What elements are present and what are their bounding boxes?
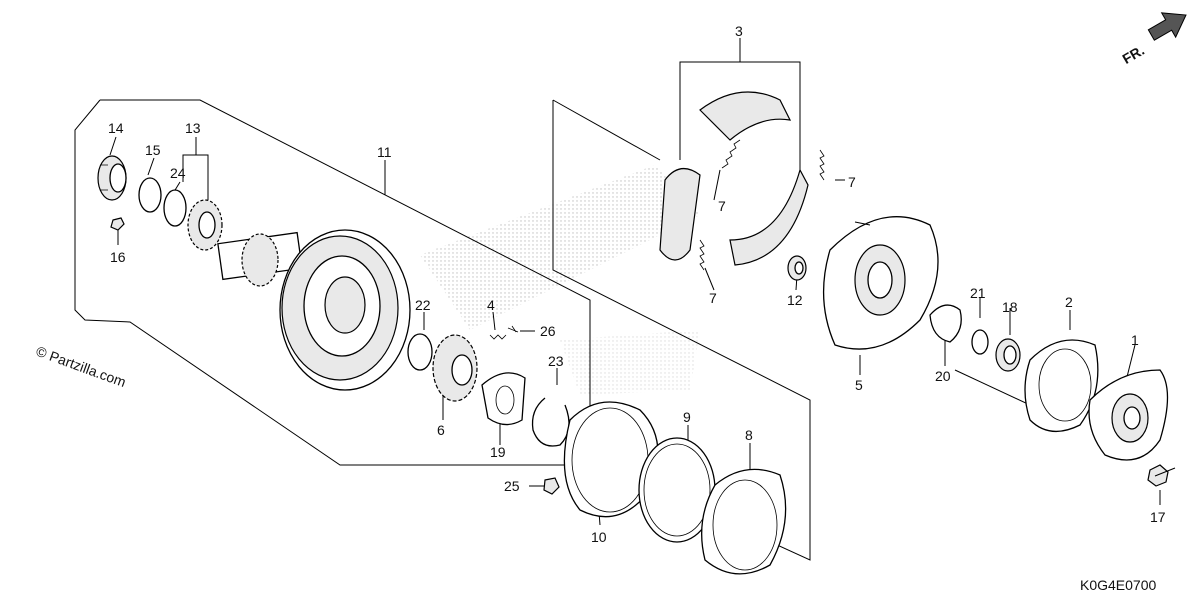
callout-numbers: 1 2 3 4 5 6 7 7 7 8 9 10 11 12 13 14 15 … — [108, 23, 1166, 545]
part-23-circlip — [531, 397, 570, 447]
dotted-region — [420, 165, 700, 330]
callout-14: 14 — [108, 120, 124, 136]
callout-23: 23 — [548, 353, 564, 369]
part-16-nut — [110, 217, 125, 231]
callout-2: 2 — [1065, 294, 1073, 310]
callout-8: 8 — [745, 427, 753, 443]
group-outline-clutch-outer — [74, 99, 591, 466]
callout-16: 16 — [110, 249, 126, 265]
callout-7a: 7 — [848, 174, 856, 190]
part-14-cap — [97, 155, 127, 201]
callout-17: 17 — [1150, 509, 1166, 525]
front-direction-arrow — [1147, 12, 1187, 41]
callout-20: 20 — [935, 368, 951, 384]
callout-5: 5 — [855, 377, 863, 393]
callout-26: 26 — [540, 323, 556, 339]
part-4-spring — [489, 334, 507, 340]
diagram-code: K0G4E0700 — [1080, 577, 1156, 593]
dotted-region-2 — [560, 330, 700, 395]
part-11-clutch-outer — [217, 229, 411, 391]
callout-3: 3 — [735, 23, 743, 39]
callout-10: 10 — [591, 529, 607, 545]
callout-21: 21 — [970, 285, 986, 301]
part-24-ring — [163, 189, 187, 227]
part-17-bolt — [1147, 464, 1176, 487]
part-2-gasket — [1024, 339, 1099, 432]
callout-15: 15 — [145, 142, 161, 158]
callout-13: 13 — [185, 120, 201, 136]
part-26-pin — [507, 325, 519, 333]
part-15-circlip — [138, 177, 162, 213]
part-19-plate — [481, 372, 526, 426]
callout-7c: 7 — [709, 290, 717, 306]
part-13-gear — [187, 199, 223, 251]
callout-11: 11 — [377, 144, 392, 160]
part-12-collar — [787, 255, 807, 281]
callout-18: 18 — [1002, 299, 1018, 315]
callout-4: 4 — [487, 297, 495, 313]
part-18-bearing — [995, 338, 1021, 372]
part-7-springs — [699, 139, 825, 271]
callout-24: 24 — [170, 165, 186, 181]
part-8-gasket — [701, 468, 787, 575]
part-22-oring — [407, 333, 433, 371]
front-direction-label: FR. — [1120, 42, 1148, 67]
callout-6: 6 — [437, 422, 445, 438]
callout-7b: 7 — [718, 198, 726, 214]
callout-1: 1 — [1131, 332, 1139, 348]
part-1-cover — [1088, 369, 1169, 461]
part-21-washer — [971, 329, 989, 355]
part-20-lock-washer — [929, 304, 962, 343]
part-3-clutch-shoes — [659, 91, 809, 266]
watermark: © Partzilla.com — [34, 343, 128, 390]
callout-12: 12 — [787, 292, 803, 308]
callout-25: 25 — [504, 478, 520, 494]
callout-19: 19 — [490, 444, 506, 460]
callout-9: 9 — [683, 409, 691, 425]
part-5-drive-plate — [822, 216, 939, 350]
callout-22: 22 — [415, 297, 431, 313]
part-25-nut — [543, 477, 560, 495]
part-6-one-way-clutch — [432, 334, 478, 402]
